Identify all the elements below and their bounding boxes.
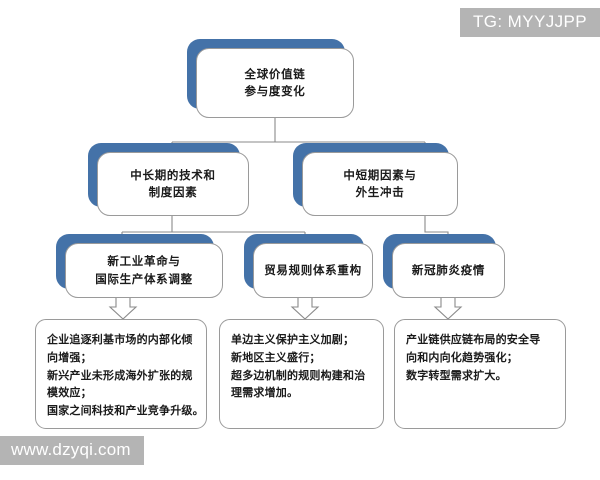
node-face: 中长期的技术和 制度因素 — [97, 152, 249, 216]
detail-line: 新地区主义盛行； — [231, 350, 321, 364]
detail-box-covid[interactable]: 产业链供应链布局的安全导 向和内向化趋势强化； 数字转型需求扩大。 — [394, 319, 566, 429]
node-label-line-2: 外生冲击 — [355, 185, 405, 199]
detail-line: 超多边机制的规则构建和治 — [231, 368, 366, 382]
node-label-line-1: 新冠肺炎疫情 — [411, 262, 486, 277]
node-face: 新冠肺炎疫情 — [392, 243, 505, 298]
node-short-term-factors[interactable]: 中短期因素与 外生冲击 — [293, 143, 458, 216]
detail-line: 向增强； — [47, 350, 92, 364]
node-label-line-1: 贸易规则体系重构 — [264, 262, 362, 277]
node-global-value-chain[interactable]: 全球价值链 参与度变化 — [187, 39, 354, 118]
detail-line: 新兴产业未形成海外扩张的规 — [47, 368, 193, 382]
node-label-line-1: 全球价值链 — [244, 66, 306, 81]
node-label-line-1: 新工业革命与 — [107, 254, 181, 268]
node-face: 贸易规则体系重构 — [253, 243, 373, 298]
node-label-line-2: 国际生产体系调整 — [95, 271, 193, 286]
node-face: 新工业革命与 国际生产体系调整 — [65, 243, 223, 298]
arrow-down-trade — [290, 296, 320, 320]
watermark-top-right: TG: MYYJJPP — [460, 8, 600, 37]
node-trade-rules-restructuring[interactable]: 贸易规则体系重构 — [244, 234, 373, 298]
watermark-bottom-left: www.dzyqi.com — [0, 436, 144, 465]
detail-line: 数字转型需求扩大。 — [406, 368, 507, 382]
detail-line: 向和内向化趋势强化； — [406, 350, 518, 364]
detail-box-industrial[interactable]: 企业追逐利基市场的内部化倾 向增强； 新兴产业未形成海外扩张的规 模效应； 国家… — [35, 319, 207, 429]
detail-line: 理需求增加。 — [231, 386, 299, 400]
detail-line: 企业追逐利基市场的内部化倾 — [47, 333, 193, 346]
arrow-down-industrial — [108, 296, 138, 320]
detail-line: 产业链供应链布局的安全导 — [406, 333, 541, 346]
node-label-line-2: 制度因素 — [148, 185, 198, 199]
node-covid-pandemic[interactable]: 新冠肺炎疫情 — [383, 234, 505, 298]
detail-box-trade[interactable]: 单边主义保护主义加剧； 新地区主义盛行； 超多边机制的规则构建和治 理需求增加。 — [219, 319, 384, 429]
node-label-line-1: 中长期的技术和 — [130, 167, 216, 182]
node-label-line-2: 参与度变化 — [244, 84, 306, 98]
detail-line: 国家之间科技和产业竞争升级。 — [47, 404, 204, 418]
node-face: 中短期因素与 外生冲击 — [302, 152, 458, 216]
arrow-down-covid — [433, 296, 463, 320]
node-face: 全球价值链 参与度变化 — [196, 48, 354, 118]
detail-line: 模效应； — [47, 386, 92, 400]
node-new-industrial-revolution[interactable]: 新工业革命与 国际生产体系调整 — [56, 234, 223, 298]
node-label-line-1: 中短期因素与 — [343, 167, 417, 182]
node-long-term-factors[interactable]: 中长期的技术和 制度因素 — [88, 143, 249, 216]
detail-line: 单边主义保护主义加剧； — [231, 333, 355, 346]
